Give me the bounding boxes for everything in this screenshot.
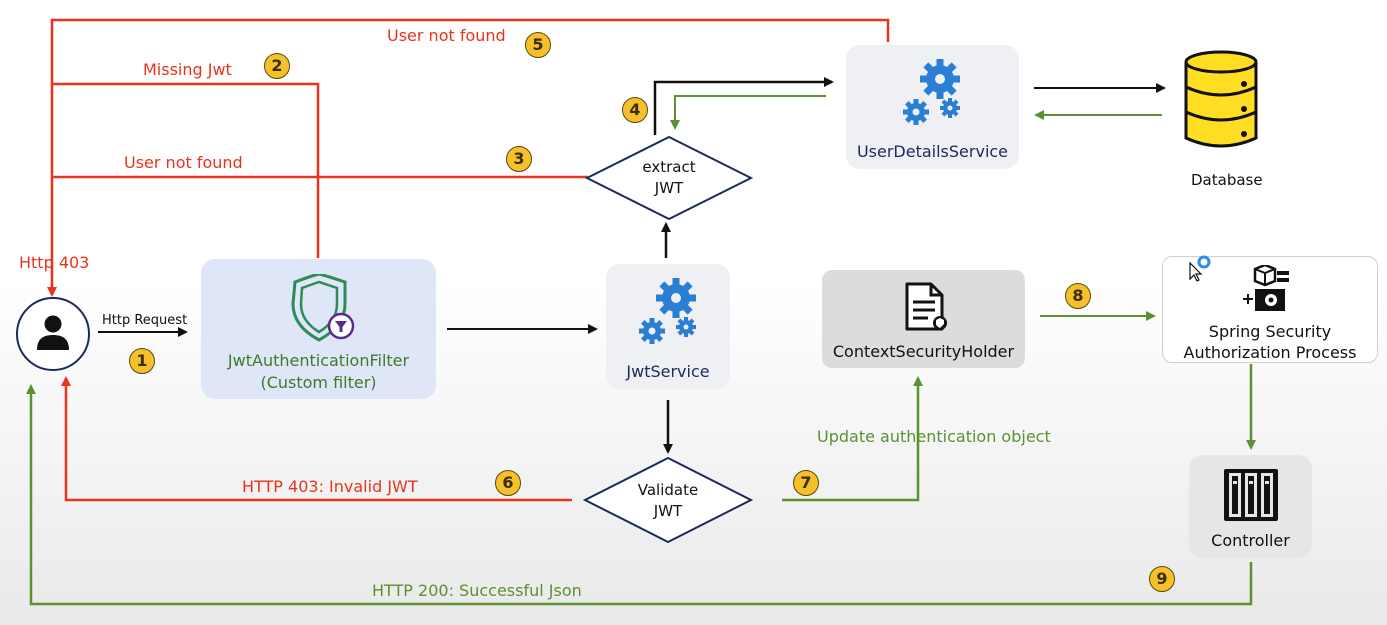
step-badge-4: 4 [622, 97, 648, 123]
label-user-not-found-mid: User not found [124, 153, 243, 172]
gear-icon [903, 59, 960, 125]
step-badge-6: 6 [495, 470, 521, 496]
extract-jwt-diamond-shape [584, 135, 754, 221]
label-user-not-found-top: User not found [387, 26, 506, 45]
arrow-controller-to-user [26, 384, 1253, 606]
settings-icon [1243, 265, 1289, 311]
path-invalid-jwt-6 [61, 376, 572, 502]
arrow-userdetails-back [670, 95, 826, 130]
extract-jwt-line1: extract [642, 158, 696, 176]
shield-filter-icon [291, 274, 355, 342]
jwt-service-box: JwtService [606, 264, 730, 390]
label-success-json: HTTP 200: Successful Json [372, 581, 582, 600]
spring-security-label: Spring Security Authorization Process [1163, 321, 1377, 363]
user-avatar [16, 297, 90, 371]
spring-security-line2: Authorization Process [1183, 343, 1357, 362]
user-details-service-label: UserDetailsService [856, 142, 1009, 161]
extract-jwt-line2: JWT [654, 179, 684, 197]
label-update-auth: Update authentication object [817, 427, 1051, 446]
server-icon [1224, 469, 1278, 521]
database-icon [1184, 50, 1258, 148]
gear-icon [639, 278, 696, 344]
database-label: Database [1191, 171, 1263, 189]
arrow-extract-to-userdetails [653, 77, 834, 135]
step-badge-9: 9 [1149, 566, 1175, 592]
jwt-service-label: JwtService [626, 362, 710, 381]
context-security-holder-label: ContextSecurityHolder [832, 342, 1015, 361]
step-badge-1: 1 [129, 348, 155, 374]
step-badge-8: 8 [1065, 283, 1091, 309]
validate-jwt-line1: Validate [637, 481, 699, 499]
mouse-cursor-icon [1189, 255, 1211, 282]
label-http-request: Http Request [102, 313, 188, 328]
step-badge-2: 2 [264, 53, 290, 79]
user-icon [37, 315, 69, 350]
filter-sub-label: (Custom filter) [260, 373, 377, 392]
step-badge-7: 7 [793, 470, 819, 496]
jwt-authentication-filter-box: JwtAuthenticationFilter (Custom filter) [201, 259, 436, 399]
path-user-not-found-5 [47, 18, 890, 297]
controller-box: Controller [1189, 455, 1312, 558]
user-details-service-box: UserDetailsService [846, 45, 1019, 169]
label-invalid-jwt: HTTP 403: Invalid JWT [242, 477, 418, 496]
context-security-holder-box: ContextSecurityHolder [822, 270, 1025, 368]
arrow-validate-to-context [782, 376, 923, 502]
validate-jwt-line2: JWT [653, 502, 683, 520]
filter-name-label: JwtAuthenticationFilter [227, 351, 410, 370]
label-http-403: Http 403 [19, 253, 90, 272]
spring-security-line1: Spring Security [1208, 322, 1332, 341]
step-badge-5: 5 [525, 32, 551, 58]
label-missing-jwt: Missing Jwt [143, 60, 232, 79]
extract-jwt-decision: extract JWT [619, 157, 719, 199]
document-icon [905, 282, 947, 331]
controller-label: Controller [1211, 531, 1290, 550]
step-badge-3: 3 [506, 146, 532, 172]
validate-jwt-decision: Validate JWT [618, 480, 718, 522]
path-missing-jwt-2 [52, 82, 320, 258]
validate-jwt-diamond-shape [582, 456, 754, 544]
